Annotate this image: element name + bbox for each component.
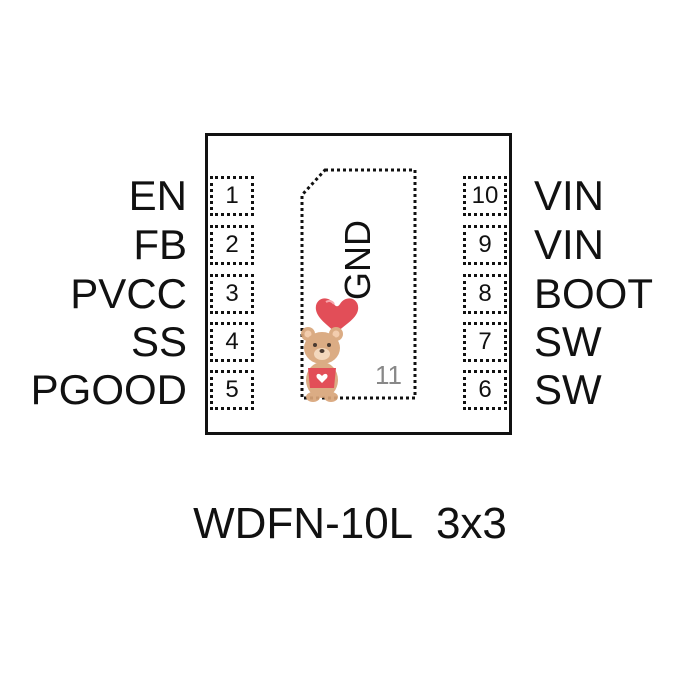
pin-7-box: 7 <box>463 322 507 362</box>
pin-1-label: EN <box>128 172 187 219</box>
pin-8-box: 8 <box>463 274 507 314</box>
package-outline <box>205 133 512 435</box>
pin-2-box: 2 <box>210 225 254 265</box>
pin-4-label: SS <box>130 318 187 365</box>
package-name: WDFN-10L 3x3 <box>193 499 507 548</box>
pin-9-box: 9 <box>463 225 507 265</box>
pin-2-label: FB <box>133 221 187 268</box>
pin-5-box: 5 <box>210 370 254 410</box>
pin-5-number: 5 <box>225 376 239 403</box>
exposed-pad-number: 11 <box>375 360 402 390</box>
pin-1-box: 1 <box>210 176 254 216</box>
package-caption: WDFN-10L 3x3 <box>0 502 700 546</box>
pin-3-label: PVCC <box>70 270 187 317</box>
pin-5-label: PGOOD <box>30 366 187 413</box>
pin-1-number: 1 <box>225 182 239 209</box>
pin-9-label: VIN <box>534 221 605 268</box>
pin-7-number: 7 <box>478 328 492 355</box>
pin-8-number: 8 <box>478 280 492 307</box>
pin-4-number: 4 <box>225 328 239 355</box>
pin-7-label: SW <box>534 318 602 365</box>
pin-9-number: 9 <box>478 231 492 258</box>
exposed-pad-label: GND <box>337 220 378 300</box>
pin-10-label: VIN <box>534 172 605 219</box>
pin-6-box: 6 <box>463 370 507 410</box>
pin-3-number: 3 <box>225 280 239 307</box>
pin-10-number: 10 <box>471 182 499 209</box>
pin-8-label: BOOT <box>534 270 654 317</box>
pin-4-box: 4 <box>210 322 254 362</box>
pin-10-box: 10 <box>463 176 507 216</box>
pin-2-number: 2 <box>225 231 239 258</box>
pin-6-number: 6 <box>478 376 492 403</box>
pin-3-box: 3 <box>210 274 254 314</box>
bear-heart-watermark-icon <box>301 298 359 402</box>
pin-6-label: SW <box>534 366 602 413</box>
